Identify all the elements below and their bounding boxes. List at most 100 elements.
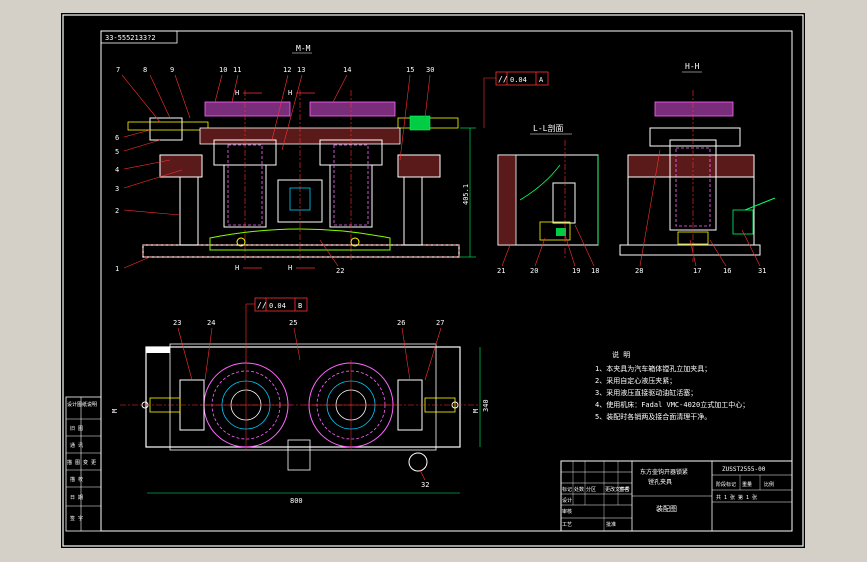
svg-text:处数: 处数 bbox=[574, 486, 584, 493]
svg-text:8: 8 bbox=[143, 66, 147, 74]
side-table: 设计图纸说明 旧 图 通 讯 描 图 变 更 描 校 日 期 签 字 bbox=[65, 396, 102, 532]
aux-balloons: 21 20 19 18 bbox=[497, 267, 599, 275]
svg-text:设计图纸说明: 设计图纸说明 bbox=[67, 401, 97, 408]
svg-text:20: 20 bbox=[530, 267, 538, 275]
plan-balloons: 23 24 25 26 27 32 bbox=[173, 319, 444, 489]
note-item: 5、装配时各销两及接合面清理干净。 bbox=[595, 412, 711, 421]
drawing-name: 东方壶钩开器锁紧 bbox=[640, 468, 688, 476]
svg-text:26: 26 bbox=[397, 319, 405, 327]
svg-text:9: 9 bbox=[170, 66, 174, 74]
svg-text:日 期: 日 期 bbox=[70, 495, 83, 501]
code-box bbox=[100, 30, 178, 44]
svg-text:1: 1 bbox=[115, 265, 119, 273]
note-item: 4、使用机床：Fadal VMC-4020立式加工中心； bbox=[595, 400, 749, 409]
svg-text:12: 12 bbox=[283, 66, 291, 74]
svg-text:B: B bbox=[298, 302, 302, 310]
svg-text:18: 18 bbox=[591, 267, 599, 275]
svg-text:11: 11 bbox=[233, 66, 241, 74]
svg-text:H-H: H-H bbox=[685, 62, 700, 71]
drawing-area bbox=[61, 13, 805, 548]
section-label-mm: M-M bbox=[296, 44, 311, 53]
svg-text:阶段标记: 阶段标记 bbox=[716, 481, 736, 488]
right-section-view: H-H bbox=[619, 62, 776, 262]
drawing-type: 装配图 bbox=[656, 504, 677, 513]
svg-text:签名: 签名 bbox=[619, 486, 629, 493]
drawing-name-2: 镗孔夹具 bbox=[648, 478, 672, 486]
tolerance-frame-a: // 0.04 A bbox=[483, 71, 549, 128]
svg-text:描 校: 描 校 bbox=[70, 476, 83, 483]
svg-text:A: A bbox=[539, 76, 544, 84]
dim-plan-height: 340 bbox=[482, 399, 490, 412]
svg-text:M: M bbox=[111, 409, 119, 413]
svg-text:21: 21 bbox=[497, 267, 505, 275]
svg-text:23: 23 bbox=[173, 319, 181, 327]
svg-text:14: 14 bbox=[343, 66, 351, 74]
right-top-cap bbox=[309, 101, 396, 117]
svg-text:16: 16 bbox=[723, 267, 731, 275]
svg-text:28: 28 bbox=[635, 267, 643, 275]
svg-text:标记: 标记 bbox=[562, 486, 572, 493]
right-chuck bbox=[319, 90, 383, 260]
svg-text:6: 6 bbox=[115, 134, 119, 142]
dim-plan-width: 800 bbox=[290, 497, 303, 505]
svg-text:22: 22 bbox=[336, 267, 344, 275]
notes-title: 说 明 bbox=[612, 350, 630, 359]
note-item: 1、本夹具为汽车箱体镗孔立加夹具； bbox=[595, 364, 711, 373]
svg-text:7: 7 bbox=[116, 66, 120, 74]
svg-text:31: 31 bbox=[758, 267, 766, 275]
svg-text:M: M bbox=[472, 409, 480, 413]
technical-notes: 说 明 1、本夹具为汽车箱体镗孔立加夹具； 2、采用自定心液压夹紧； 3、采用液… bbox=[595, 350, 749, 421]
svg-text:旧 图: 旧 图 bbox=[70, 425, 83, 432]
left-chuck bbox=[213, 90, 277, 260]
note-item: 3、采用液压直接驱动油缸活塞； bbox=[595, 388, 697, 397]
svg-text:19: 19 bbox=[572, 267, 580, 275]
svg-text:10: 10 bbox=[219, 66, 227, 74]
leader-lines bbox=[121, 74, 431, 269]
svg-text:17: 17 bbox=[693, 267, 701, 275]
svg-text:工艺: 工艺 bbox=[562, 522, 572, 528]
svg-text:2: 2 bbox=[115, 207, 119, 215]
section-mark-h: H bbox=[288, 89, 292, 97]
svg-text:0.04: 0.04 bbox=[510, 76, 527, 84]
code-box-text: 33-5552133?2 bbox=[105, 34, 156, 42]
svg-text:通 讯: 通 讯 bbox=[70, 442, 83, 449]
svg-text:4: 4 bbox=[115, 166, 119, 174]
aux-section-view: L-L剖面 bbox=[497, 123, 599, 260]
svg-text:共 1 张 第 1 张: 共 1 张 第 1 张 bbox=[716, 494, 757, 501]
dim-height: 405.1 bbox=[462, 184, 470, 205]
svg-text:15: 15 bbox=[406, 66, 414, 74]
main-view-balloons: 7 8 9 10 11 12 13 14 15 30 6 5 4 3 2 1 2… bbox=[115, 66, 434, 275]
svg-text:比例: 比例 bbox=[764, 481, 774, 488]
svg-text:30: 30 bbox=[426, 66, 434, 74]
svg-text:24: 24 bbox=[207, 319, 215, 327]
svg-text:13: 13 bbox=[297, 66, 305, 74]
svg-text:0.04: 0.04 bbox=[269, 302, 286, 310]
main-section-view: M-M bbox=[127, 44, 549, 272]
svg-text:批准: 批准 bbox=[606, 521, 616, 528]
svg-text:分区: 分区 bbox=[586, 486, 596, 493]
svg-text://: // bbox=[498, 75, 508, 84]
svg-text:设计: 设计 bbox=[562, 497, 572, 504]
note-item: 2、采用自定心液压夹紧； bbox=[595, 376, 676, 385]
svg-text:3: 3 bbox=[115, 185, 119, 193]
svg-text://: // bbox=[257, 301, 267, 310]
svg-text:审核: 审核 bbox=[562, 508, 572, 515]
section-mark-h: H bbox=[235, 89, 239, 97]
svg-text:重量: 重量 bbox=[742, 481, 752, 488]
right-balloons: 28 17 16 31 bbox=[635, 267, 766, 275]
left-top-cap bbox=[204, 101, 291, 117]
plan-view: M M 800 340 // 0.04 B bbox=[111, 297, 490, 505]
svg-text:L-L剖面: L-L剖面 bbox=[533, 123, 563, 133]
svg-text:签 字: 签 字 bbox=[70, 515, 83, 522]
svg-text:5: 5 bbox=[115, 148, 119, 156]
section-mark-h: H bbox=[288, 264, 292, 272]
svg-text:更改文件号: 更改文件号 bbox=[605, 486, 630, 493]
drawing-number: ZUSST2555-00 bbox=[722, 466, 766, 473]
title-block: 标记 处数 分区 更改文件号 签名 设计 审核 工艺 批准 阶段标记 重量 比例… bbox=[560, 460, 793, 532]
inner-frame bbox=[100, 30, 793, 532]
tolerance-frame-b: // 0.04 B bbox=[245, 297, 308, 363]
svg-text:描 图 变 更: 描 图 变 更 bbox=[67, 459, 96, 466]
svg-text:32: 32 bbox=[421, 481, 429, 489]
